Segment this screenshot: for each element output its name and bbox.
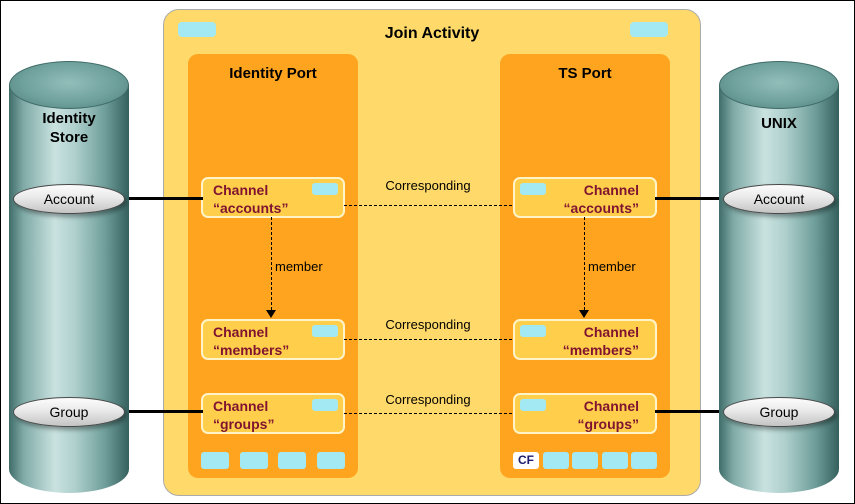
identity-channel-groups: Channel “groups” bbox=[201, 393, 345, 434]
store-label-line2: Store bbox=[49, 129, 89, 146]
channel-label-line2: “members” bbox=[213, 342, 290, 358]
cf-badge: CF bbox=[513, 452, 539, 469]
cylinder-top bbox=[9, 61, 129, 109]
channel-label-line1: Channel bbox=[213, 182, 269, 198]
channel-label: Channel “members” bbox=[203, 321, 343, 359]
identity-port: Identity Port Channel “accounts” Channel… bbox=[188, 54, 358, 478]
corresponding-link-groups bbox=[344, 413, 512, 414]
link-identity-group bbox=[119, 410, 203, 413]
join-activity-box: Join Activity Identity Port Channel “acc… bbox=[163, 9, 701, 496]
channel-label-line1: Channel bbox=[583, 398, 639, 414]
entity-label: Account bbox=[753, 191, 805, 207]
link-unix-group bbox=[655, 410, 737, 413]
channel-label: Channel “members” bbox=[515, 321, 655, 359]
arrow-down-icon bbox=[266, 310, 276, 318]
port-tab-icon bbox=[630, 22, 668, 37]
identity-port-title: Identity Port bbox=[229, 65, 317, 82]
identity-channel-members: Channel “members” bbox=[201, 319, 345, 360]
ts-port-title: TS Port bbox=[558, 65, 612, 82]
identity-store-label: Identity Store bbox=[9, 109, 129, 147]
channel-tab-icon bbox=[520, 183, 546, 195]
member-link-ts bbox=[584, 217, 585, 310]
channel-label-line2: “groups” bbox=[577, 416, 639, 432]
connector-slot-icon bbox=[572, 452, 598, 469]
ts-channel-members: Channel “members” bbox=[513, 319, 657, 360]
ts-channel-accounts: Channel “accounts” bbox=[513, 177, 657, 218]
member-label-identity: member bbox=[275, 259, 323, 274]
connector-slot-icon bbox=[278, 452, 307, 469]
channel-label: Channel “accounts” bbox=[203, 179, 343, 217]
member-link-identity bbox=[271, 217, 272, 310]
channel-tab-icon bbox=[312, 399, 338, 411]
connector-slot-icon bbox=[239, 452, 268, 469]
ts-channel-groups: Channel “groups” bbox=[513, 393, 657, 434]
channel-label-line1: Channel bbox=[213, 398, 269, 414]
channel-label-line1: Channel bbox=[583, 324, 639, 340]
link-identity-account bbox=[119, 197, 203, 200]
channel-label-line2: “accounts” bbox=[213, 200, 289, 216]
identity-account-entity: Account bbox=[13, 184, 125, 214]
entity-label: Group bbox=[759, 404, 799, 420]
member-label-ts: member bbox=[588, 259, 636, 274]
unix-group-entity: Group bbox=[723, 397, 835, 427]
identity-port-connectors bbox=[201, 452, 345, 469]
entity-label: Group bbox=[49, 404, 89, 420]
ts-port: TS Port Channel “accounts” Channel “memb… bbox=[500, 54, 670, 478]
port-tab-icon bbox=[178, 22, 216, 37]
identity-channel-accounts: Channel “accounts” bbox=[201, 177, 345, 218]
corresponding-label-groups: Corresponding bbox=[385, 392, 471, 407]
cylinder-top bbox=[719, 61, 839, 109]
connector-slot-icon bbox=[316, 452, 345, 469]
join-activity-title: Join Activity bbox=[384, 25, 480, 42]
channel-tab-icon bbox=[312, 183, 338, 195]
store-label-line1: Identity bbox=[42, 110, 96, 127]
channel-label-line1: Channel bbox=[213, 324, 269, 340]
connector-slot-icon bbox=[542, 452, 569, 469]
connector-slot-icon bbox=[201, 452, 229, 469]
channel-label-line2: “groups” bbox=[213, 416, 275, 432]
corresponding-link-accounts bbox=[344, 205, 512, 206]
arrow-down-icon bbox=[579, 310, 589, 318]
channel-label: Channel “groups” bbox=[203, 395, 343, 433]
connector-slot-icon bbox=[631, 452, 657, 469]
channel-tab-icon bbox=[520, 325, 546, 337]
channel-label: Channel “accounts” bbox=[515, 179, 655, 217]
unix-store-label: UNIX bbox=[719, 114, 839, 133]
channel-tab-icon bbox=[312, 325, 338, 337]
channel-label-line2: “members” bbox=[562, 342, 639, 358]
ts-port-connectors: CF bbox=[513, 452, 657, 469]
unix-account-entity: Account bbox=[723, 184, 835, 214]
corresponding-link-members bbox=[344, 339, 512, 340]
entity-label: Account bbox=[43, 191, 95, 207]
connector-slot-icon bbox=[601, 452, 628, 469]
corresponding-label-members: Corresponding bbox=[385, 317, 471, 332]
channel-label-line2: “accounts” bbox=[563, 200, 639, 216]
channel-tab-icon bbox=[520, 399, 546, 411]
channel-label: Channel “groups” bbox=[515, 395, 655, 433]
link-unix-account bbox=[655, 197, 737, 200]
corresponding-label-accounts: Corresponding bbox=[385, 178, 471, 193]
identity-store-cylinder bbox=[9, 61, 129, 493]
channel-label-line1: Channel bbox=[583, 182, 639, 198]
identity-group-entity: Group bbox=[13, 397, 125, 427]
store-label-line1: UNIX bbox=[761, 115, 797, 132]
cylinder-body bbox=[719, 85, 839, 493]
